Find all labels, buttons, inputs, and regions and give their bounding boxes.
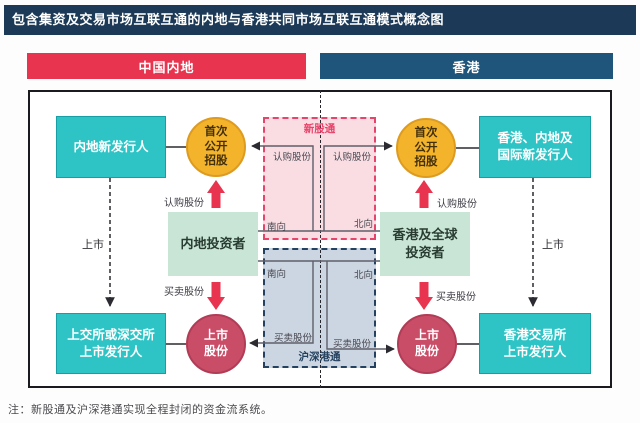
stock-connect-northbound-label: 北向: [354, 270, 374, 281]
ipo-connect-subscribe-right-label: 认购股份: [333, 152, 372, 163]
ipo-connect-subscribe-left-label: 认购股份: [273, 152, 312, 163]
region-divider-line: [320, 90, 321, 388]
hkex-listed-issuer-box: 香港交易所 上市发行人: [479, 313, 591, 374]
mainland-listed-shares-circle: 上市 股份: [186, 314, 246, 374]
mainland-ipo-circle: 首次 公开 招股: [186, 117, 246, 177]
hk-global-investors-box: 香港及全球 投资者: [380, 212, 470, 276]
stock-connect-southbound-label: 南向: [267, 269, 287, 280]
listing-label-right: 上市: [542, 239, 564, 251]
mainland-new-issuer-box: 内地新发行人: [56, 116, 166, 178]
subscribe-label-left: 认购股份: [164, 198, 204, 209]
diagram-title: 包含集资及交易市场互联互通的内地与香港共同市场互联互通模式概念图: [4, 5, 636, 35]
trade-label-left: 买卖股份: [164, 287, 204, 298]
region-header-mainland: 中国内地: [27, 53, 306, 79]
listing-label-left: 上市: [82, 239, 104, 251]
mainland-investors-box: 内地投资者: [168, 212, 258, 276]
mainland-listed-issuer-box: 上交所或深交所 上市发行人: [56, 313, 166, 374]
ipo-connect-southbound-label: 南向: [267, 222, 287, 233]
subscribe-label-right: 认购股份: [437, 199, 477, 210]
hk-intl-new-issuer-box: 香港、内地及 国际新发行人: [479, 116, 591, 178]
stock-connect-trade-right-label: 买卖股份: [333, 339, 372, 350]
ipo-connect-northbound-label: 北向: [354, 219, 374, 230]
footnote: 注：新股通及沪深港通实现全程封闭的资金流系统。: [8, 404, 273, 416]
hk-ipo-circle: 首次 公开 招股: [396, 118, 456, 178]
trade-label-right: 买卖股份: [436, 292, 476, 303]
stock-connect-trade-left-label: 买卖股份: [274, 333, 313, 344]
hk-listed-shares-circle: 上市 股份: [397, 314, 457, 374]
region-header-hongkong: 香港: [320, 53, 613, 79]
